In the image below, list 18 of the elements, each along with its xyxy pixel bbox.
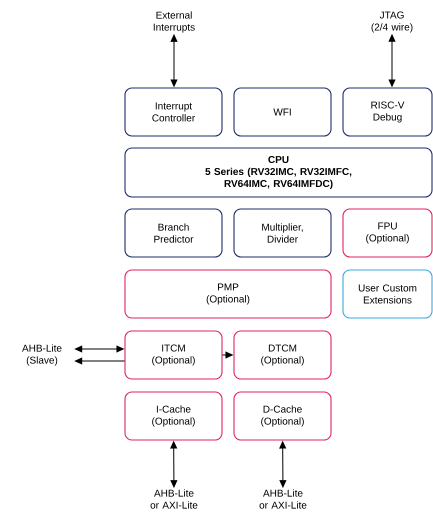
label-text: External Interrupts — [154, 11, 195, 33]
label-text: AHB-Lite (Slave) — [22, 344, 62, 366]
block-box: Multiplier, Divider — [233, 208, 332, 258]
block-box: User Custom Extensions — [342, 269, 433, 319]
block-box: WFI — [233, 87, 332, 137]
block-box: Branch Predictor — [124, 208, 223, 258]
block-box: FPU (Optional) — [342, 208, 433, 258]
label-text: AHB-Lite or AXI-Lite — [150, 489, 198, 509]
block-box: D-Cache (Optional) — [233, 391, 332, 441]
block-box: DTCM (Optional) — [233, 330, 332, 380]
block-box: PMP (Optional) — [124, 269, 332, 319]
block-box: Interrupt Controller — [124, 87, 223, 137]
block-box: RISC-V Debug — [342, 87, 433, 137]
block-box: I-Cache (Optional) — [124, 391, 223, 441]
block-box: ITCM (Optional) — [124, 330, 223, 380]
block-box: CPU 5 Series (RV32IMC, RV32IMFC, RV64IMC, RV64IMFDC) — [124, 147, 433, 198]
label-text: AHB-Lite or AXI-Lite — [260, 489, 306, 509]
label-text: JTAG (2/4 wire) — [372, 11, 412, 33]
